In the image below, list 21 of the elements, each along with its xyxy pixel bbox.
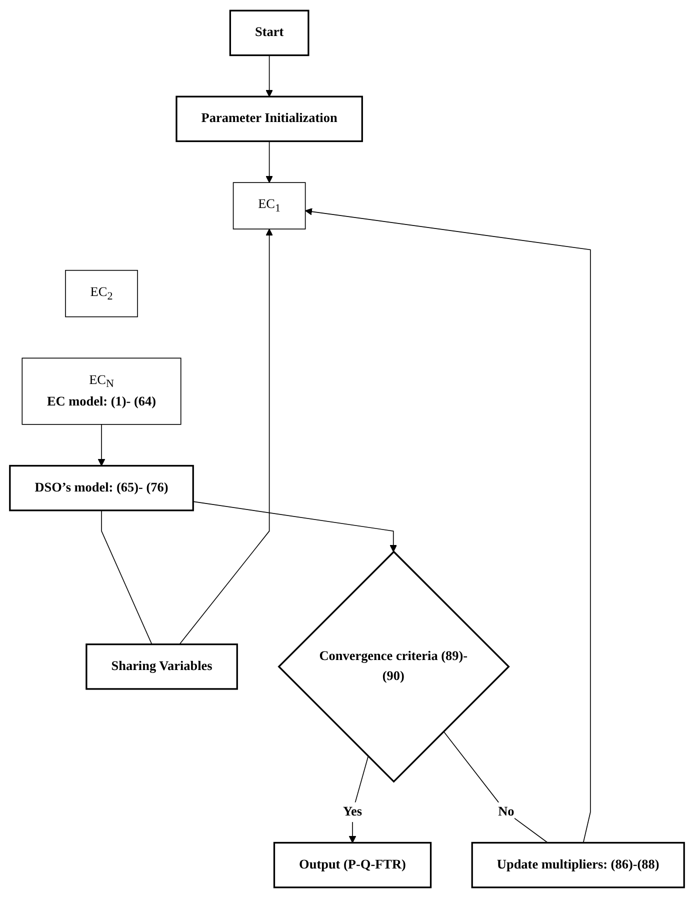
edge-label: No bbox=[498, 804, 514, 819]
arrow bbox=[98, 424, 106, 466]
node-box: EC$_{2}$ bbox=[65, 270, 138, 318]
edge-label: Yes bbox=[342, 804, 362, 819]
node-box: Sharing Variables bbox=[86, 644, 238, 690]
arrow bbox=[192, 501, 398, 552]
arrow bbox=[305, 208, 591, 844]
arrow bbox=[348, 756, 369, 844]
node-box: Output (P-Q-FTR) bbox=[273, 842, 432, 888]
arrow bbox=[266, 54, 273, 97]
node-box: Update multipliers: (86)-(88) bbox=[471, 842, 685, 888]
node-box: Parameter Initialization bbox=[176, 96, 363, 142]
arrow bbox=[179, 228, 273, 645]
node-box: EC$_{N}$ EC model: (1)- (64) bbox=[22, 358, 182, 425]
node-diamond: Convergence criteria (89)-(90) bbox=[278, 550, 510, 783]
connector bbox=[443, 730, 548, 844]
connector bbox=[101, 510, 152, 645]
node-box: DSO’s model: (65)- (76) bbox=[9, 464, 194, 512]
node-box: Start bbox=[229, 10, 310, 56]
node-box: EC$_{1}$ bbox=[232, 182, 306, 230]
arrow bbox=[266, 140, 273, 183]
